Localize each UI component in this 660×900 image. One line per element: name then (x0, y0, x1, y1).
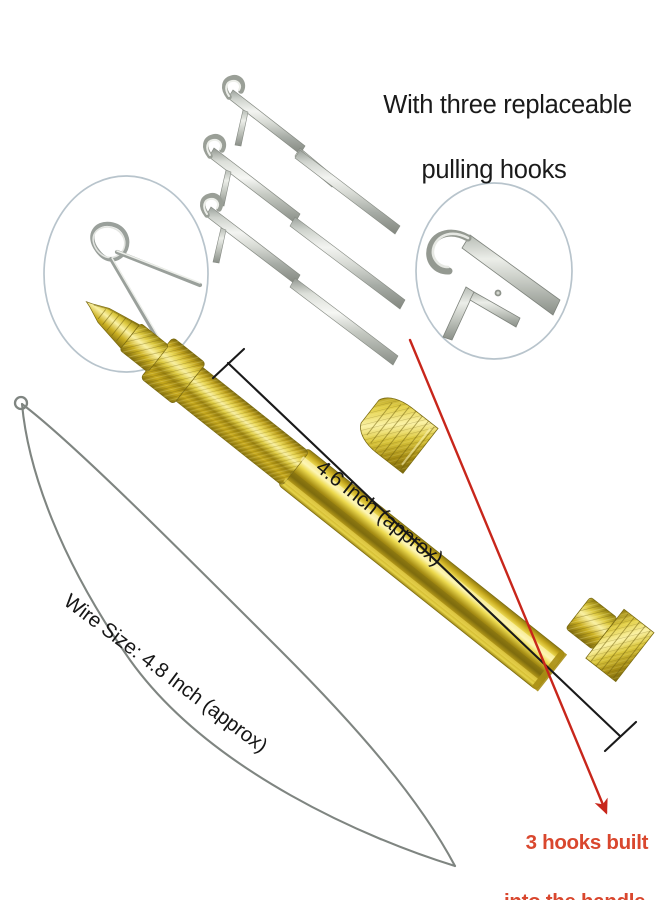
pointer-line-stroke (408, 338, 608, 815)
hook-rod-1-shaft (294, 149, 401, 235)
dimension-line-stroke (226, 361, 622, 738)
inset-hook-tip-circle (415, 182, 573, 360)
wire-loop-threader (13, 395, 457, 868)
callout-line-1: 3 hooks built (525, 830, 649, 854)
inset-wire-loop-outline (43, 175, 209, 373)
handle-tip (85, 300, 141, 349)
inset-wire-loop-circle (43, 175, 209, 373)
handle-collar-texture (142, 338, 205, 403)
headline-line-1: With three replaceable (383, 90, 632, 119)
wire-strand-inner (20, 402, 457, 868)
wire-loop-detail-art (90, 221, 203, 350)
wire-strand-outer (20, 402, 457, 868)
hook-rod-3 (200, 192, 399, 366)
dimension-tick-end (603, 720, 638, 753)
dimension-tick-start (211, 347, 246, 380)
handle-thread-texture (120, 324, 168, 372)
callout-line-2: into the handle (504, 887, 660, 900)
wire-eyelet (13, 395, 29, 411)
pointer-line-hooks (408, 338, 608, 815)
hook-tip-detail-art (426, 229, 561, 341)
headline: With three replaceable pulling hooks (336, 56, 652, 252)
handle-cap-threaded (566, 597, 655, 683)
handle-cap-small (360, 397, 439, 474)
headline-line-2: pulling hooks (421, 155, 567, 184)
handle-body (85, 300, 568, 692)
handle-knurl-texture (174, 366, 308, 485)
callout-hooks-in-handle: 3 hooks built into the handle (504, 798, 660, 900)
dimension-line-handle (211, 347, 638, 753)
